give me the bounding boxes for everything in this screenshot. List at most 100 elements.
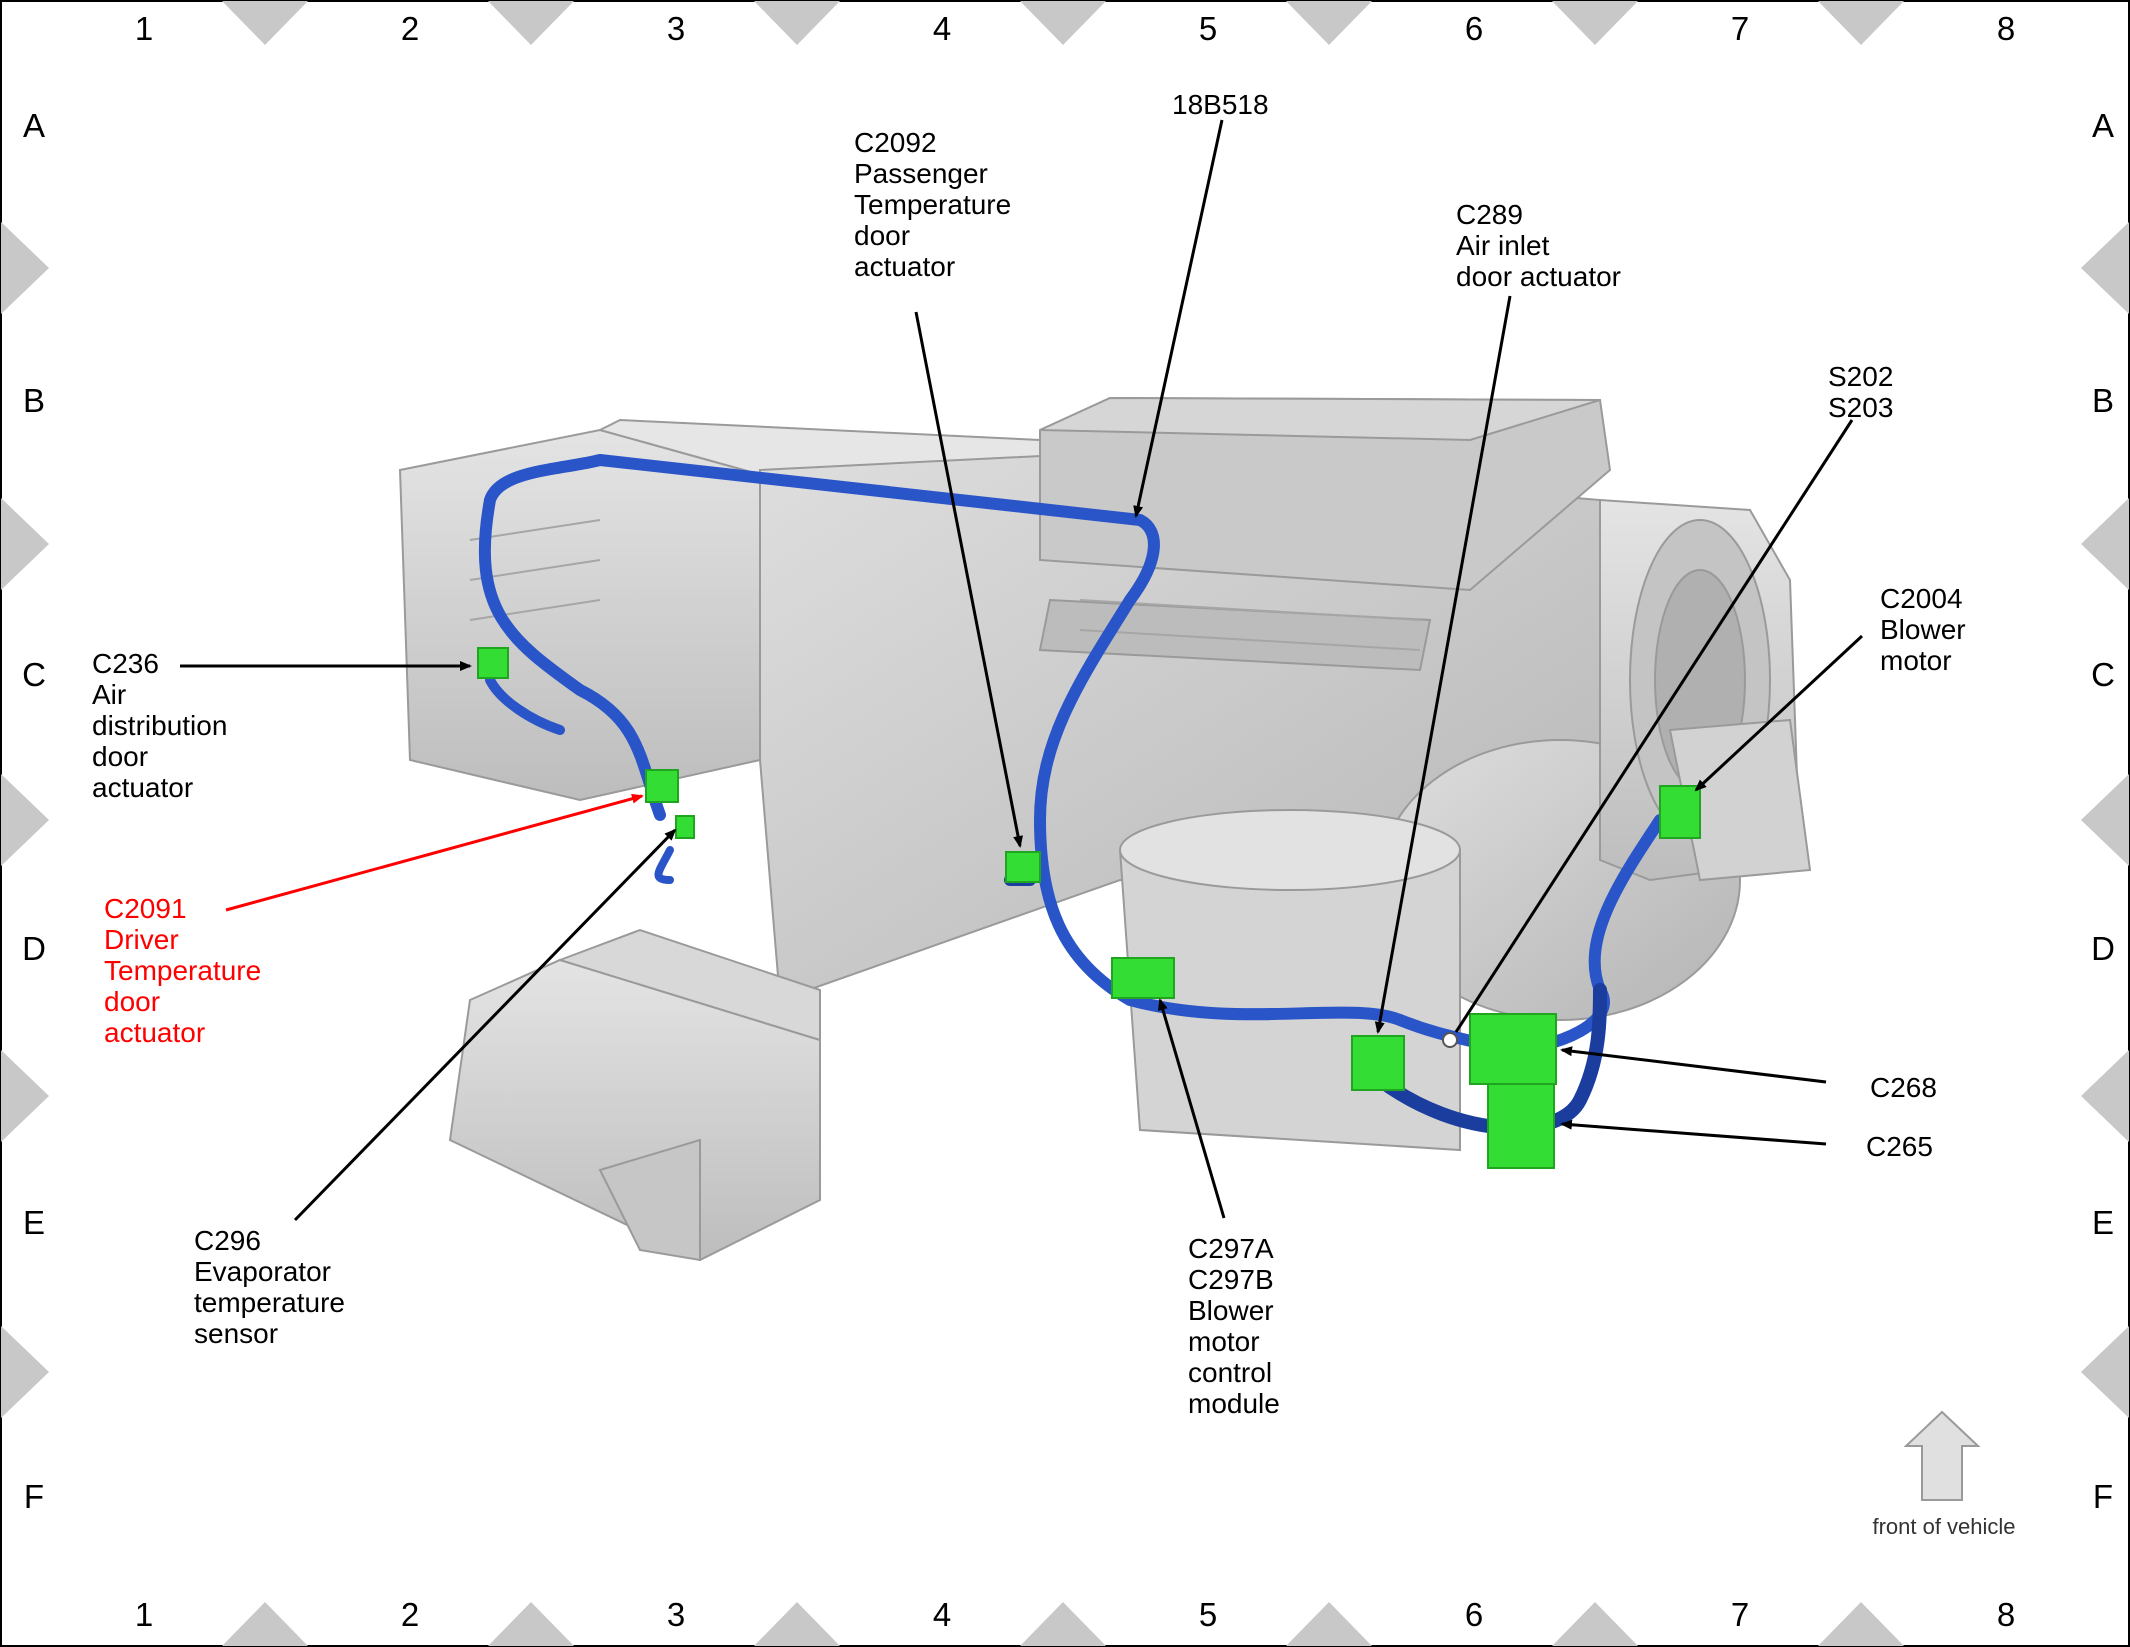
callout-c289-line-2: Air inlet — [1456, 230, 1550, 261]
grid-col-2: 2 — [401, 1596, 419, 1633]
grid-col-5: 5 — [1199, 1596, 1217, 1633]
connector-c289[interactable] — [1351, 1035, 1405, 1091]
callout-c2091: C2091 Driver Temperature door actuator — [104, 893, 261, 1048]
connectors — [477, 647, 1701, 1169]
callout-c296-line-3: temperature — [194, 1287, 345, 1318]
leader-s202-s203 — [1454, 419, 1854, 1033]
front-of-vehicle-label: front of vehicle — [1872, 1514, 2015, 1539]
callout-c236-line-2: Air — [92, 679, 126, 710]
grid-col-8: 8 — [1997, 10, 2015, 47]
grid-col-5: 5 — [1199, 10, 1217, 47]
grid-row-d: D — [22, 930, 46, 967]
leader-c268 — [1560, 1046, 1827, 1084]
connector-c265[interactable] — [1487, 1083, 1555, 1169]
grid-col-3: 3 — [667, 1596, 685, 1633]
callout-c268-line-1: C268 — [1870, 1072, 1937, 1103]
grid-row-d: D — [2091, 930, 2115, 967]
callout-s202-line-2: S203 — [1828, 392, 1893, 423]
callout-c2092: C2092 Passenger Temperature door actuato… — [854, 127, 1011, 282]
grid-row-e: E — [2092, 1204, 2114, 1241]
callout-c2092-line-1: C2092 — [854, 127, 937, 158]
grid-row-c: C — [2091, 656, 2115, 693]
callout-c289: C289 Air inlet door actuator — [1456, 199, 1621, 292]
callout-c265-line-1: C265 — [1866, 1131, 1933, 1162]
callout-c296-line-1: C296 — [194, 1225, 261, 1256]
grid-row-f: F — [2093, 1478, 2113, 1515]
harness-branch-c236 — [485, 675, 565, 735]
grid-col-3: 3 — [667, 10, 685, 47]
front-of-vehicle-indicator: front of vehicle — [1872, 1410, 2016, 1539]
callout-c289-line-1: C289 — [1456, 199, 1523, 230]
callout-c296-line-4: sensor — [194, 1318, 278, 1349]
connector-c268[interactable] — [1469, 1013, 1557, 1085]
callout-c297: C297A C297B Blower motor control module — [1188, 1233, 1280, 1419]
callout-c236-line-1: C236 — [92, 648, 159, 679]
callout-c2091-line-3: Temperature — [104, 955, 261, 986]
callout-c236-line-3: distribution — [92, 710, 227, 741]
grid-col-labels-bottom: 1 2 3 4 5 6 7 8 — [135, 1596, 2015, 1633]
leader-c265 — [1560, 1119, 1827, 1146]
connector-c2004[interactable] — [1659, 785, 1701, 839]
grid-col-labels-top: 1 2 3 4 5 6 7 8 — [135, 10, 2015, 47]
grid-row-e: E — [23, 1204, 45, 1241]
grid-col-6: 6 — [1465, 1596, 1483, 1633]
callout-c268: C268 — [1870, 1072, 1937, 1103]
grid-col-6: 6 — [1465, 10, 1483, 47]
connector-c236[interactable] — [477, 647, 509, 679]
callout-c2004-line-2: Blower — [1880, 614, 1966, 645]
callout-c2091-line-2: Driver — [104, 924, 179, 955]
harness-branch-c296 — [654, 846, 674, 884]
callout-c2092-line-5: actuator — [854, 251, 955, 282]
up-arrow-icon — [1903, 1410, 1981, 1501]
callout-c2092-line-3: Temperature — [854, 189, 1011, 220]
grid-col-7: 7 — [1731, 1596, 1749, 1633]
callout-c297-line-6: module — [1188, 1388, 1280, 1419]
grid-col-7: 7 — [1731, 10, 1749, 47]
connector-c297[interactable] — [1111, 957, 1175, 999]
callout-c2091-line-1: C2091 — [104, 893, 187, 924]
callout-c296: C296 Evaporator temperature sensor — [194, 1225, 345, 1349]
callout-c2004-line-3: motor — [1880, 645, 1952, 676]
grid-col-8: 8 — [1997, 1596, 2015, 1633]
connector-c296[interactable] — [675, 815, 695, 839]
callout-c2091-line-4: door — [104, 986, 160, 1017]
grid-col-1: 1 — [135, 10, 153, 47]
callout-c297-line-5: control — [1188, 1357, 1272, 1388]
callout-c289-line-3: door actuator — [1456, 261, 1621, 292]
callout-c236-line-5: actuator — [92, 772, 193, 803]
grid-col-1: 1 — [135, 1596, 153, 1633]
callout-c2004: C2004 Blower motor — [1880, 583, 1966, 676]
grid-col-4: 4 — [933, 1596, 951, 1633]
callout-c297-line-4: motor — [1188, 1326, 1260, 1357]
callout-c2091-line-5: actuator — [104, 1017, 205, 1048]
callout-c2092-line-4: door — [854, 220, 910, 251]
leader-c289 — [1374, 295, 1512, 1034]
leader-c296 — [293, 828, 677, 1222]
callout-s202-s203: S202 S203 — [1828, 361, 1893, 423]
callout-c2004-line-1: C2004 — [1880, 583, 1963, 614]
grid-row-labels-left: A B C D E F — [22, 107, 46, 1515]
splice-s202-s203[interactable] — [1442, 1032, 1458, 1048]
leader-lines — [180, 119, 1864, 1222]
callout-c236: C236 Air distribution door actuator — [92, 648, 227, 803]
callout-18b518-line-1: 18B518 — [1172, 89, 1269, 120]
callout-c296-line-2: Evaporator — [194, 1256, 331, 1287]
callout-s202-line-1: S202 — [1828, 361, 1893, 392]
grid-row-a: A — [23, 107, 45, 144]
connector-c2091[interactable] — [645, 769, 679, 803]
callout-c265: C265 — [1866, 1131, 1933, 1162]
grid-row-b: B — [2092, 382, 2114, 419]
callout-c297-line-1: C297A — [1188, 1233, 1274, 1264]
callout-c2092-line-2: Passenger — [854, 158, 988, 189]
leader-c2004 — [1694, 634, 1864, 792]
grid-col-2: 2 — [401, 10, 419, 47]
callout-c297-line-3: Blower — [1188, 1295, 1274, 1326]
grid-row-f: F — [24, 1478, 44, 1515]
connector-c2092[interactable] — [1005, 851, 1041, 883]
callout-18b518: 18B518 — [1172, 89, 1269, 120]
callout-c236-line-4: door — [92, 741, 148, 772]
grid-row-labels-right: A B C D E F — [2091, 107, 2115, 1515]
